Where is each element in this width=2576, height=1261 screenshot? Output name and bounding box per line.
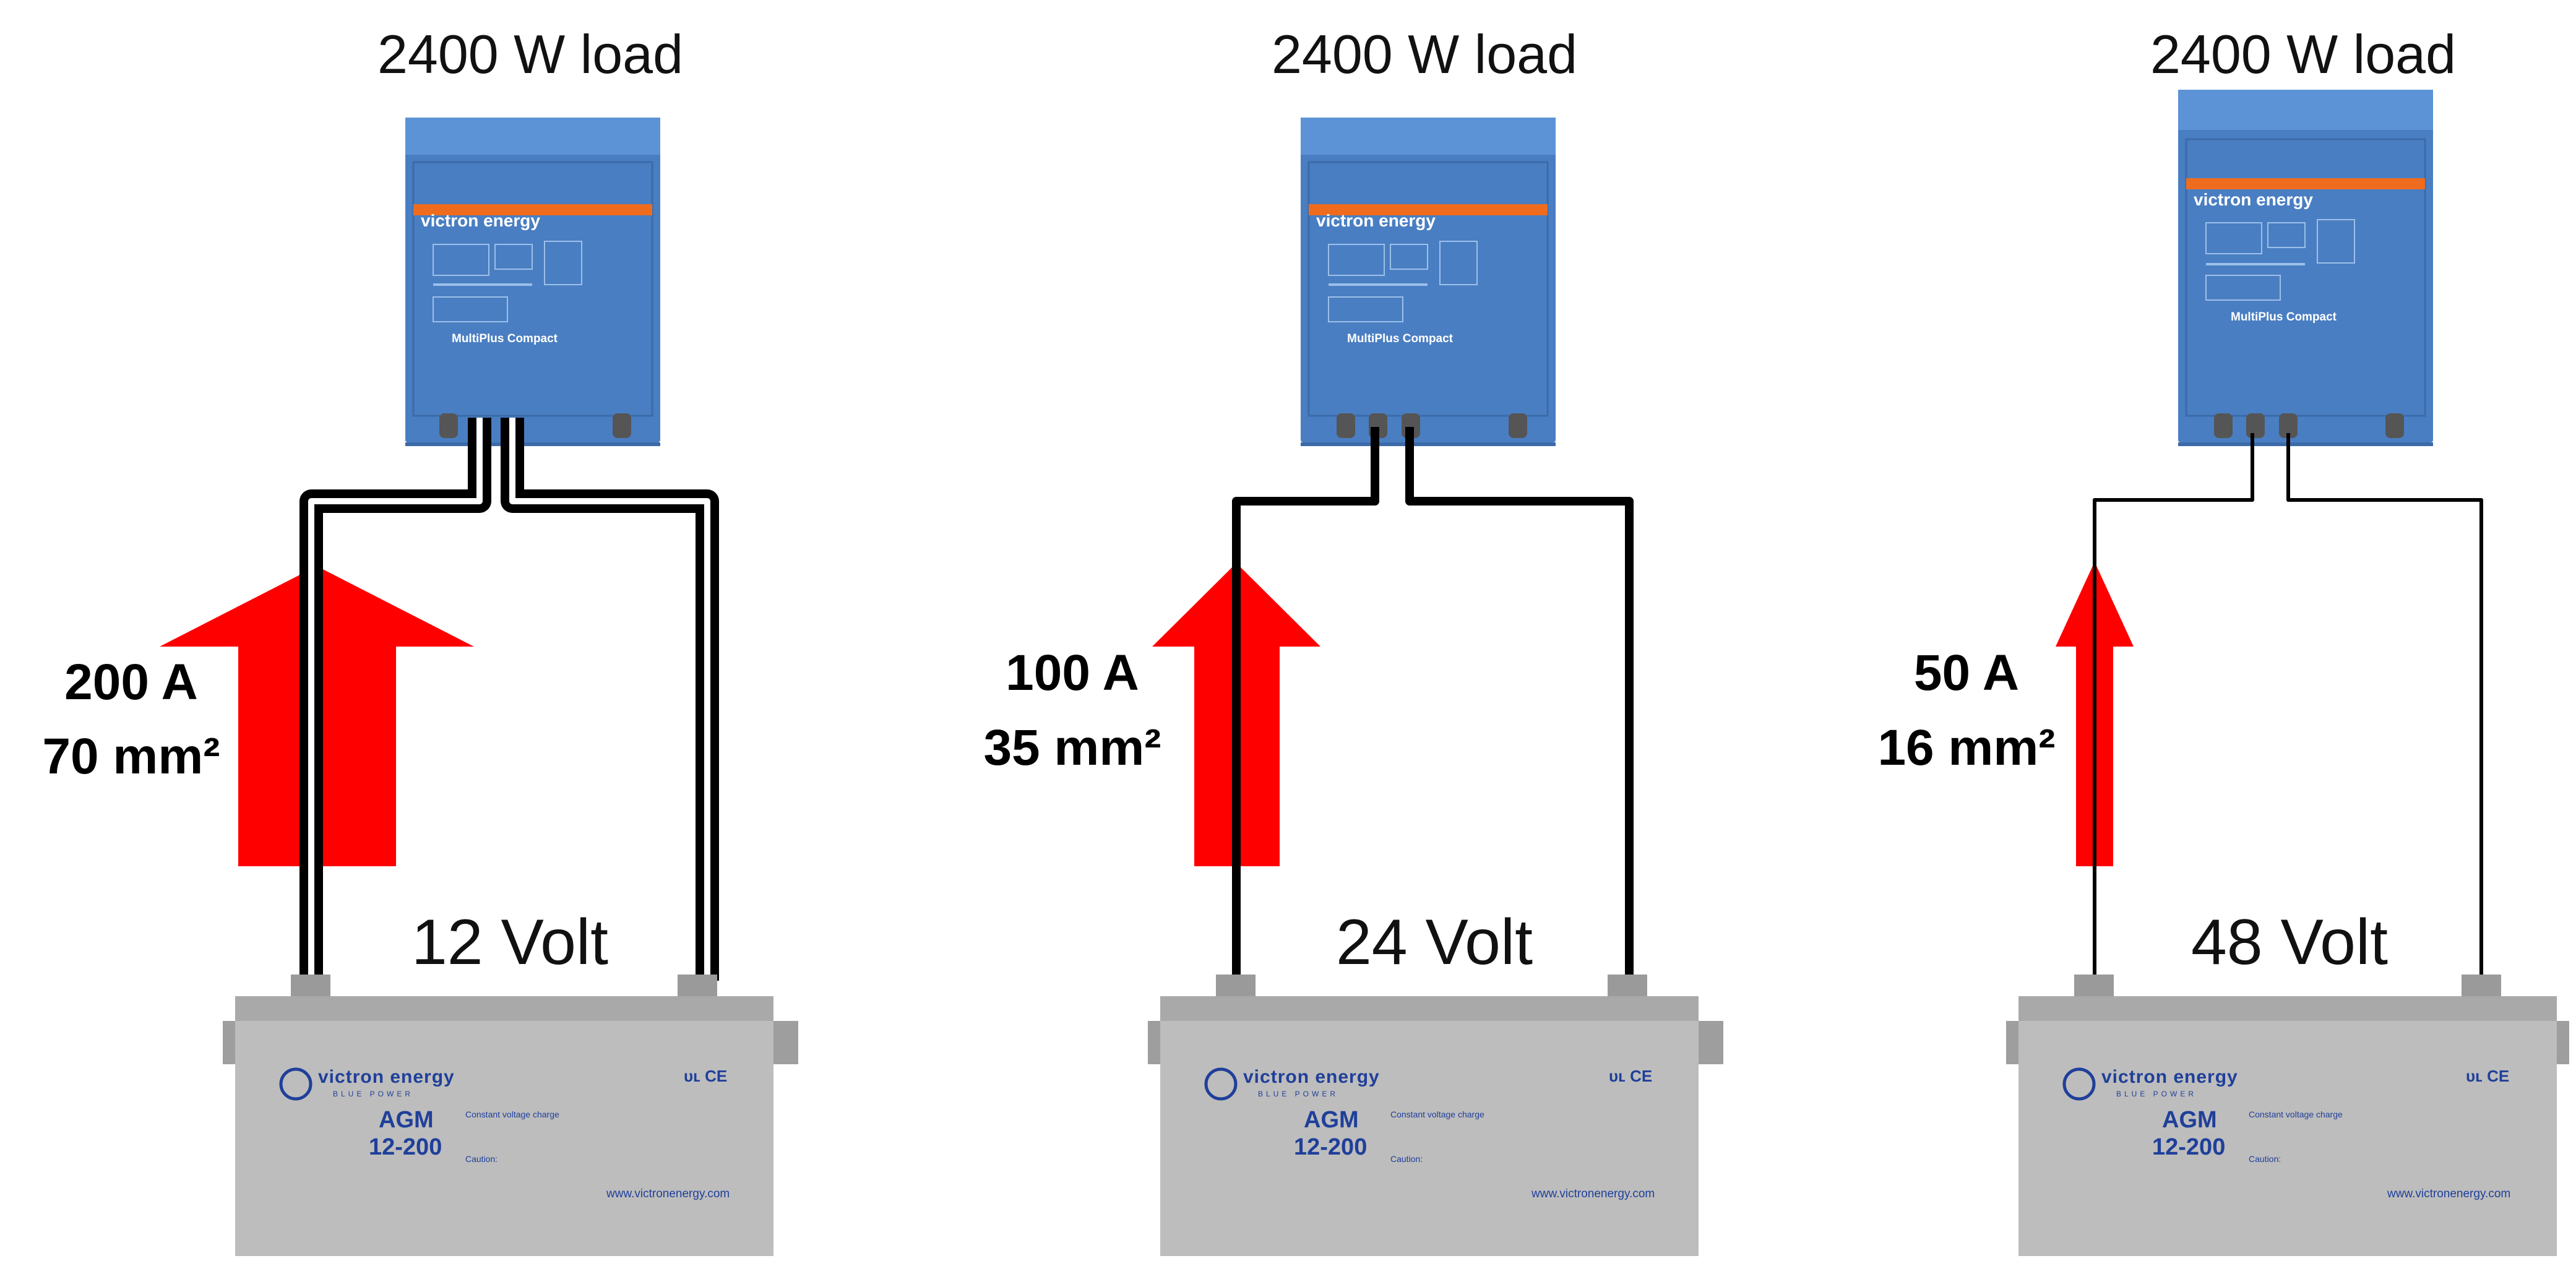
cable-size-label: 70 mm² [42, 728, 220, 785]
battery-model: AGM [379, 1107, 434, 1133]
voltage-label: 12 Volt [411, 906, 608, 978]
ul-ce-marks: ᴜʟ CE [684, 1067, 727, 1085]
battery-brand: victron energy [318, 1067, 455, 1087]
load-title: 2400 W load [377, 24, 683, 85]
battery-caution: Caution: [2249, 1154, 2281, 1164]
inverter-stripe [1309, 204, 1548, 215]
panel-12v: 2400 W load victron energy MultiPlus Com… [42, 24, 798, 1256]
battery-model-rating: 12-200 [2152, 1134, 2225, 1160]
ul-ce-marks: ᴜʟ CE [1609, 1067, 1652, 1085]
cable-size-label: 16 mm² [1877, 720, 2055, 776]
inverter-brand: victron energy [1316, 211, 1436, 230]
ul-ce-marks: ᴜʟ CE [2466, 1067, 2509, 1085]
cable-size-label: 35 mm² [983, 720, 1161, 776]
inverter-stripe [413, 204, 652, 215]
voltage-label: 48 Volt [2191, 906, 2388, 978]
inverter-unit: victron energy MultiPlus Compact [1301, 118, 1556, 446]
panel-48v: 2400 W load victron energy MultiPlus Com… [1877, 24, 2569, 1256]
battery: victron energy BLUE POWER AGM 12-200 Con… [1148, 975, 1723, 1256]
inverter-unit: victron energy MultiPlus Compact [2178, 90, 2433, 446]
inverter-stripe [2186, 178, 2425, 189]
inverter-product: MultiPlus Compact [2231, 311, 2337, 324]
battery-brand: victron energy [1243, 1067, 1380, 1087]
cable-pair [1232, 427, 1634, 984]
inverter-unit: victron energy MultiPlus Compact [405, 118, 660, 446]
current-label: 200 A [64, 654, 198, 710]
battery-charge-heading: Constant voltage charge [1390, 1109, 1484, 1119]
battery-brand: victron energy [2101, 1067, 2238, 1087]
battery-model-rating: 12-200 [1294, 1134, 1367, 1160]
battery-url: www.victronenergy.com [2387, 1187, 2510, 1200]
battery-charge-heading: Constant voltage charge [465, 1109, 559, 1119]
inverter-brand: victron energy [421, 211, 540, 230]
inverter-product: MultiPlus Compact [452, 332, 558, 345]
battery-tagline: BLUE POWER [333, 1090, 413, 1098]
panel-24v: 2400 W load victron energy MultiPlus Com… [983, 24, 1723, 1256]
load-title: 2400 W load [1272, 24, 1577, 85]
battery-model: AGM [1304, 1107, 1359, 1133]
current-label: 100 A [1006, 645, 1139, 701]
battery-caution: Caution: [1390, 1154, 1423, 1164]
current-label: 50 A [1914, 645, 2019, 701]
inverter-product: MultiPlus Compact [1347, 332, 1454, 345]
cable-pair [299, 418, 719, 981]
battery: victron energy BLUE POWER AGM 12-200 Con… [223, 975, 798, 1256]
battery-model: AGM [2162, 1107, 2217, 1133]
battery-tagline: BLUE POWER [2116, 1090, 2197, 1098]
battery-caution: Caution: [465, 1154, 498, 1164]
battery-charge-heading: Constant voltage charge [2249, 1109, 2343, 1119]
battery-model-rating: 12-200 [369, 1134, 442, 1160]
cable-pair [2093, 433, 2483, 984]
battery-tagline: BLUE POWER [1258, 1090, 1338, 1098]
battery-url: www.victronenergy.com [1531, 1187, 1655, 1200]
battery: victron energy BLUE POWER AGM 12-200 Con… [2006, 975, 2569, 1256]
voltage-label: 24 Volt [1336, 906, 1533, 978]
inverter-brand: victron energy [2194, 190, 2313, 209]
load-title: 2400 W load [2150, 24, 2456, 85]
battery-url: www.victronenergy.com [606, 1187, 730, 1200]
